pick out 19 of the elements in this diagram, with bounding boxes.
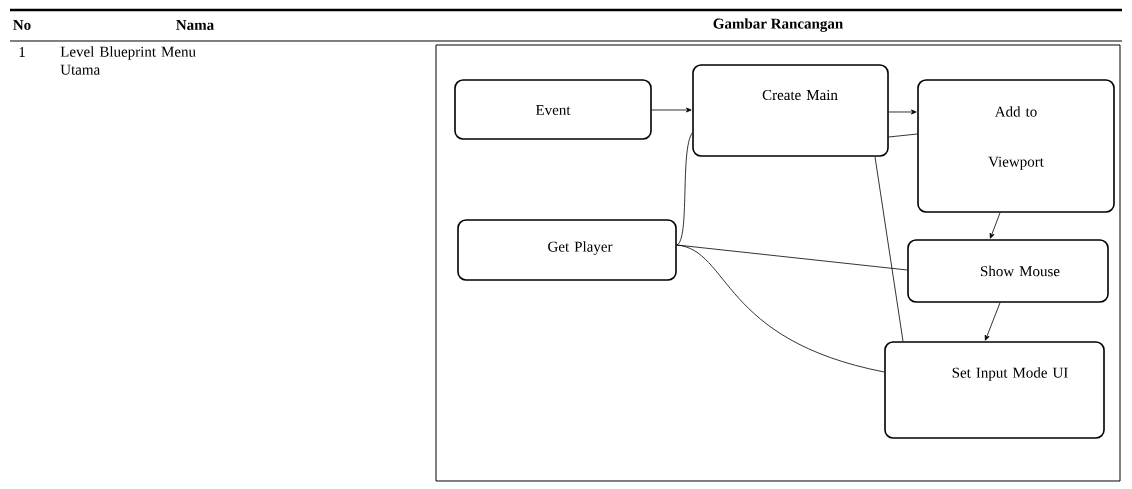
connector: [651, 107, 692, 113]
header-cell: Nama: [176, 20, 214, 30]
process-box: Create Main: [692, 64, 889, 157]
table-cell: 1: [19, 47, 25, 57]
connector: [874, 156, 904, 342]
connector: [888, 133, 918, 138]
connector: [676, 244, 885, 373]
table-cell: Level Blueprint Menu Utama: [60, 46, 196, 75]
process-box: Set Input Mode UI: [884, 341, 1105, 439]
process-box: Event: [454, 79, 652, 140]
process-box: Get Player: [457, 219, 677, 281]
connector: [676, 132, 693, 246]
header-cell: Gambar Rancangan: [713, 18, 843, 32]
connector: [888, 109, 917, 115]
process-box: Show Mouse: [907, 239, 1109, 303]
connector: [984, 302, 1001, 341]
connector: [989, 212, 1001, 239]
process-box: Add to Viewport: [917, 79, 1115, 213]
header-cell: No: [13, 20, 31, 30]
